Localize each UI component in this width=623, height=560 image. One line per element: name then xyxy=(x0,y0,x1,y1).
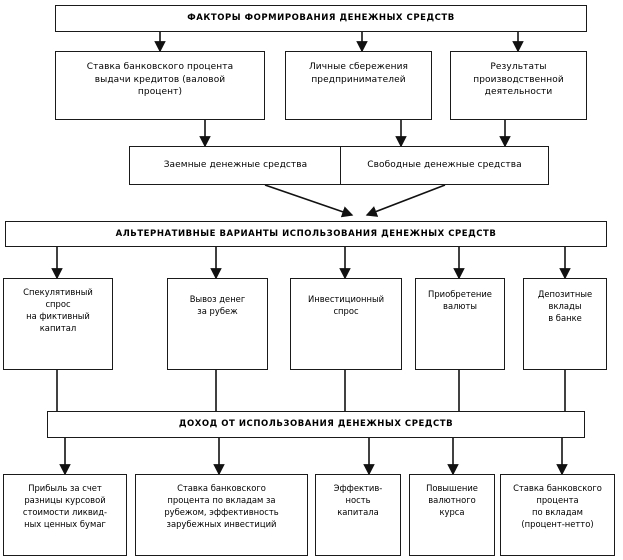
option-box-investment-demand-label: Инвестиционный спрос xyxy=(307,294,385,316)
header-factors-label: ФАКТОРЫ ФОРМИРОВАНИЯ ДЕНЕЖНЫХ СРЕДСТВ xyxy=(187,13,455,23)
income-box-exchange-rate-rise: Повышение валютного курса xyxy=(409,474,495,556)
income-box-securities-profit: Прибыль за счет разницы курсовой стоимос… xyxy=(3,474,127,556)
option-box-money-export: Вывоз денег за рубеж xyxy=(167,278,268,370)
funds-box-borrowed: Заемные денежные средства xyxy=(129,146,342,185)
option-box-speculative-demand: Спекулятивный спрос на фиктивный капитал xyxy=(3,278,113,370)
option-box-currency-purchase: Приобретение валюты xyxy=(415,278,505,370)
funds-box-free-label: Свободные денежные средства xyxy=(367,160,522,171)
option-box-money-export-label: Вывоз денег за рубеж xyxy=(189,294,246,316)
income-box-exchange-rate-rise-label: Повышение валютного курса xyxy=(426,483,478,517)
option-box-currency-purchase-label: Приобретение валюты xyxy=(428,289,492,311)
header-factors-of-money-formation: ФАКТОРЫ ФОРМИРОВАНИЯ ДЕНЕЖНЫХ СРЕДСТВ xyxy=(55,5,587,32)
factor-box-production-results-label: Результаты производственной деятельности xyxy=(473,62,564,97)
factor-box-production-results: Результаты производственной деятельности xyxy=(450,51,587,120)
factor-box-bank-interest-rate-label: Ставка банковского процента выдачи креди… xyxy=(86,62,234,97)
option-box-speculative-demand-label: Спекулятивный спрос на фиктивный капитал xyxy=(23,287,93,333)
header-income-from-money-use-label: ДОХОД ОТ ИСПОЛЬЗОВАНИЯ ДЕНЕЖНЫХ СРЕДСТВ xyxy=(178,419,454,429)
income-box-foreign-deposit-rate: Ставка банковского процента по вкладам з… xyxy=(135,474,308,556)
funds-box-free: Свободные денежные средства xyxy=(340,146,549,185)
income-box-domestic-deposit-rate: Ставка банковского процента по вкладам (… xyxy=(500,474,615,556)
income-box-domestic-deposit-rate-label: Ставка банковского процента по вкладам (… xyxy=(513,483,602,529)
income-box-capital-efficiency-label: Эффектив- ность капитала xyxy=(333,483,383,517)
income-box-foreign-deposit-rate-label: Ставка банковского процента по вкладам з… xyxy=(164,483,279,529)
connector-free-to-alternatives xyxy=(365,184,446,217)
factor-box-personal-savings-label: Личные сбережения предпринимателей xyxy=(308,62,409,85)
income-box-capital-efficiency: Эффектив- ность капитала xyxy=(315,474,401,556)
funds-box-borrowed-label: Заемные денежные средства xyxy=(163,160,308,171)
option-box-investment-demand: Инвестиционный спрос xyxy=(290,278,402,370)
income-box-securities-profit-label: Прибыль за счет разницы курсовой стоимос… xyxy=(22,483,108,529)
header-income-from-money-use: ДОХОД ОТ ИСПОЛЬЗОВАНИЯ ДЕНЕЖНЫХ СРЕДСТВ xyxy=(47,411,585,438)
header-alternative-uses: АЛЬТЕРНАТИВНЫЕ ВАРИАНТЫ ИСПОЛЬЗОВАНИЯ ДЕ… xyxy=(5,221,607,247)
connector-borrowed-to-alternatives xyxy=(264,184,354,218)
option-box-bank-deposits: Депозитные вклады в банке xyxy=(523,278,607,370)
factor-box-personal-savings: Личные сбережения предпринимателей xyxy=(285,51,432,120)
header-alternative-uses-label: АЛЬТЕРНАТИВНЫЕ ВАРИАНТЫ ИСПОЛЬЗОВАНИЯ ДЕ… xyxy=(115,228,497,239)
factor-box-bank-interest-rate: Ставка банковского процента выдачи креди… xyxy=(55,51,265,120)
option-box-bank-deposits-label: Депозитные вклады в банке xyxy=(537,289,593,323)
